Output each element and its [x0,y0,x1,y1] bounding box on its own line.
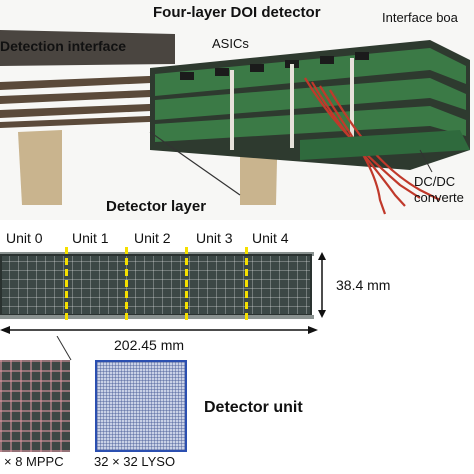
interface-bar [0,30,175,66]
mppc-array-image [0,360,70,452]
dcdc-label-line2: converte [414,190,464,205]
detector-layer-strip [0,254,312,316]
unit-label-4: Unit 4 [252,230,289,246]
unit-divider-3 [185,247,188,321]
photo-title: Four-layer DOI detector [153,4,321,21]
lyso-array-image [95,360,187,452]
dcdc-label-line1: DC/DC [414,174,456,189]
unit-label-1: Unit 1 [72,230,109,246]
height-dimension-arrow [318,252,326,318]
unit-label-2: Unit 2 [134,230,171,246]
detector-photo [0,0,474,220]
lyso-caption: 32 × 32 LYSO [94,454,176,469]
support-leg-left [18,130,62,205]
height-dimension-label: 38.4 mm [336,277,391,293]
unit-divider-1 [65,247,68,321]
unit-label-3: Unit 3 [196,230,233,246]
detection-interface-label: Detection interface [0,38,127,54]
detector-unit-label: Detector unit [204,399,303,416]
mppc-caption: × 8 MPPC [4,454,64,469]
unit-divider-4 [245,247,248,321]
strip-frame-bottom [0,315,314,319]
asics-label: ASICs [212,36,249,51]
detector-layer-title: Detector layer [106,198,207,215]
unit-divider-2 [125,247,128,321]
dcdc-board [300,130,470,160]
detector-photo-illustration [0,0,474,220]
interface-board-label: Interface boa [382,10,458,25]
unit-label-0: Unit 0 [6,230,43,246]
width-dimension-label: 202.45 mm [114,337,185,353]
mppc-leader-line [56,336,72,361]
width-dimension-arrow [0,326,318,334]
